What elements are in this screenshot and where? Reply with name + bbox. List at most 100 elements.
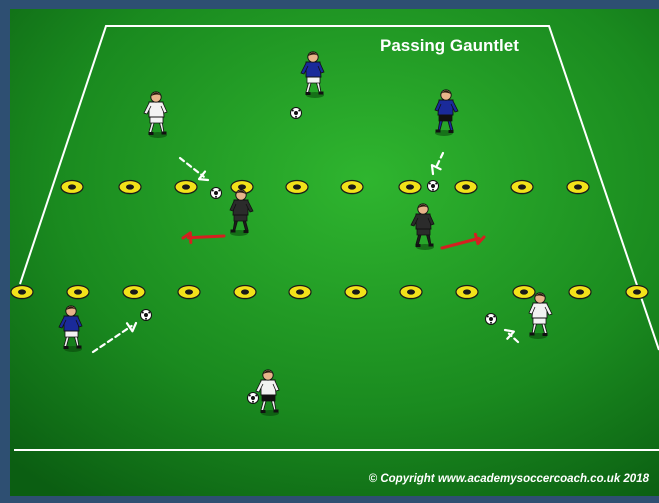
ball-patch: [294, 111, 298, 115]
ball-patch: [490, 322, 492, 324]
ball-patch: [142, 312, 144, 314]
player-shirt: [438, 100, 453, 115]
cone: [513, 286, 535, 300]
ball-patch: [218, 190, 220, 192]
cone: [289, 286, 311, 300]
cone: [456, 286, 478, 300]
player-boot: [274, 410, 279, 413]
player-shirt: [233, 200, 248, 215]
player-boot: [416, 244, 421, 247]
cone: [286, 181, 308, 195]
cone-hole: [462, 184, 470, 189]
ball-patch: [148, 312, 150, 314]
cone-hole: [68, 184, 76, 189]
cone-hole: [74, 289, 82, 294]
cone: [61, 181, 83, 195]
player-boot: [319, 92, 324, 95]
cone: [119, 181, 141, 195]
cone-hole: [130, 289, 138, 294]
soccer-ball: [141, 310, 152, 321]
cone-hole: [18, 289, 26, 294]
cone: [175, 181, 197, 195]
ball-patch: [255, 395, 257, 397]
player-boot: [149, 132, 154, 135]
cone: [67, 286, 89, 300]
cone-hole: [238, 184, 246, 189]
ball-patch: [249, 395, 251, 397]
cone: [400, 286, 422, 300]
cone: [567, 181, 589, 195]
cone: [123, 286, 145, 300]
ball-patch: [487, 316, 489, 318]
grass-surface: [10, 9, 659, 496]
cone-hole: [185, 289, 193, 294]
player-shirt: [416, 214, 431, 229]
player-boot: [429, 244, 434, 247]
cone: [345, 286, 367, 300]
player-boot: [244, 230, 249, 233]
cone-hole: [293, 184, 301, 189]
cone: [399, 181, 421, 195]
cone-hole: [296, 289, 304, 294]
soccer-ball: [428, 181, 439, 192]
player-boot: [231, 230, 236, 233]
ball-patch: [493, 316, 495, 318]
ball-patch: [251, 396, 255, 400]
cone: [178, 286, 200, 300]
ball-patch: [212, 190, 214, 192]
soccer-ball: [211, 188, 222, 199]
ball-patch: [215, 196, 217, 198]
player-boot: [449, 130, 454, 133]
player-boot: [530, 333, 535, 336]
ball-patch: [252, 401, 254, 403]
player-boot: [306, 92, 311, 95]
player-boot: [162, 132, 167, 135]
cone-hole: [352, 289, 360, 294]
soccer-ball: [248, 393, 259, 404]
player-shirt: [64, 316, 79, 331]
player-shirt: [306, 62, 321, 77]
ball-patch: [431, 184, 435, 188]
ball-patch: [295, 116, 297, 118]
player-shirt: [532, 303, 547, 318]
player-boot: [543, 333, 548, 336]
ball-patch: [435, 183, 437, 185]
ball-patch: [489, 317, 493, 321]
cone-hole: [574, 184, 582, 189]
cone-hole: [241, 289, 249, 294]
arrow-shaft: [188, 236, 224, 238]
cone: [569, 286, 591, 300]
player-boot: [64, 346, 69, 349]
ball-patch: [144, 313, 148, 317]
cone-hole: [463, 289, 471, 294]
cone-hole: [407, 289, 415, 294]
cone: [234, 286, 256, 300]
cone-hole: [126, 184, 134, 189]
cone: [626, 286, 648, 300]
player-boot: [77, 346, 82, 349]
player-boot: [436, 130, 441, 133]
diagram-title: Passing Gauntlet: [380, 36, 519, 56]
soccer-ball: [291, 108, 302, 119]
cone-hole: [348, 184, 356, 189]
ball-patch: [429, 183, 431, 185]
cone: [455, 181, 477, 195]
ball-patch: [432, 189, 434, 191]
cone: [11, 286, 33, 300]
soccer-ball: [486, 314, 497, 325]
ball-patch: [292, 110, 294, 112]
player-boot: [261, 410, 266, 413]
cone-hole: [633, 289, 641, 294]
player-shirt: [261, 380, 276, 395]
cone-hole: [406, 184, 414, 189]
ball-patch: [145, 318, 147, 320]
ball-patch: [298, 110, 300, 112]
cone-hole: [576, 289, 584, 294]
cone-hole: [182, 184, 190, 189]
cone-hole: [518, 184, 526, 189]
ball-patch: [214, 191, 218, 195]
copyright-notice: © Copyright www.academysoccercoach.co.uk…: [369, 473, 649, 485]
cone: [341, 181, 363, 195]
